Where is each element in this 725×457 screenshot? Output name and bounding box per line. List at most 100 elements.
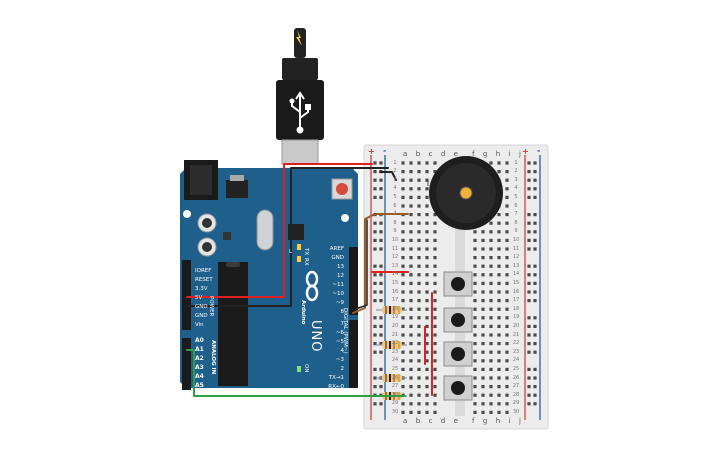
wire-gnd[interactable]: [186, 167, 389, 307]
breadboard-hole[interactable]: [489, 161, 493, 165]
breadboard-hole[interactable]: [533, 187, 537, 191]
breadboard-hole[interactable]: [417, 393, 421, 397]
breadboard-hole[interactable]: [409, 247, 413, 251]
breadboard-hole[interactable]: [409, 273, 413, 277]
breadboard-hole[interactable]: [373, 299, 377, 303]
breadboard-hole[interactable]: [473, 247, 477, 251]
breadboard-hole[interactable]: [481, 376, 485, 380]
breadboard-hole[interactable]: [401, 350, 405, 354]
pushbutton-2[interactable]: [443, 307, 473, 333]
breadboard-hole[interactable]: [533, 350, 537, 354]
breadboard-hole[interactable]: [417, 324, 421, 328]
breadboard-hole[interactable]: [481, 393, 485, 397]
breadboard-hole[interactable]: [505, 299, 509, 303]
breadboard-hole[interactable]: [409, 195, 413, 199]
breadboard-hole[interactable]: [473, 256, 477, 260]
breadboard-hole[interactable]: [527, 299, 531, 303]
breadboard-hole[interactable]: [533, 402, 537, 406]
breadboard-hole[interactable]: [417, 247, 421, 251]
breadboard-hole[interactable]: [425, 238, 429, 242]
breadboard-hole[interactable]: [433, 410, 437, 414]
resistor-2[interactable]: [376, 341, 407, 349]
breadboard-hole[interactable]: [489, 290, 493, 294]
breadboard-hole[interactable]: [409, 402, 413, 406]
breadboard-hole[interactable]: [417, 195, 421, 199]
breadboard-hole[interactable]: [481, 359, 485, 363]
breadboard-hole[interactable]: [473, 359, 477, 363]
breadboard-hole[interactable]: [497, 350, 501, 354]
breadboard-hole[interactable]: [433, 324, 437, 328]
breadboard-hole[interactable]: [373, 402, 377, 406]
breadboard-hole[interactable]: [401, 316, 405, 320]
breadboard-hole[interactable]: [409, 376, 413, 380]
breadboard-hole[interactable]: [489, 350, 493, 354]
breadboard-hole[interactable]: [401, 333, 405, 337]
wire-analog[interactable]: [186, 349, 406, 397]
breadboard-hole[interactable]: [379, 324, 383, 328]
breadboard-hole[interactable]: [497, 170, 501, 174]
breadboard-hole[interactable]: [489, 273, 493, 277]
breadboard-hole[interactable]: [497, 230, 501, 234]
breadboard-hole[interactable]: [473, 333, 477, 337]
breadboard-hole[interactable]: [505, 393, 509, 397]
breadboard-hole[interactable]: [425, 230, 429, 234]
breadboard-hole[interactable]: [489, 385, 493, 389]
breadboard-hole[interactable]: [409, 264, 413, 268]
wire-5v[interactable]: [186, 163, 373, 298]
breadboard-hole[interactable]: [433, 281, 437, 285]
breadboard-hole[interactable]: [379, 273, 383, 277]
breadboard-hole[interactable]: [473, 350, 477, 354]
breadboard-hole[interactable]: [433, 350, 437, 354]
breadboard-hole[interactable]: [433, 385, 437, 389]
breadboard-hole[interactable]: [373, 342, 377, 346]
breadboard-hole[interactable]: [409, 385, 413, 389]
breadboard-hole[interactable]: [401, 410, 405, 414]
breadboard-hole[interactable]: [379, 290, 383, 294]
breadboard-hole[interactable]: [481, 385, 485, 389]
breadboard-hole[interactable]: [481, 273, 485, 277]
breadboard-hole[interactable]: [527, 316, 531, 320]
breadboard-hole[interactable]: [533, 281, 537, 285]
breadboard-hole[interactable]: [379, 247, 383, 251]
breadboard-hole[interactable]: [401, 256, 405, 260]
breadboard-hole[interactable]: [527, 342, 531, 346]
breadboard-hole[interactable]: [497, 221, 501, 225]
breadboard-hole[interactable]: [425, 410, 429, 414]
breadboard-hole[interactable]: [533, 385, 537, 389]
breadboard-hole[interactable]: [373, 333, 377, 337]
breadboard-hole[interactable]: [379, 367, 383, 371]
pushbutton-4[interactable]: [443, 375, 473, 401]
breadboard-hole[interactable]: [401, 359, 405, 363]
breadboard-hole[interactable]: [505, 178, 509, 182]
breadboard-hole[interactable]: [473, 324, 477, 328]
breadboard-hole[interactable]: [527, 221, 531, 225]
breadboard-hole[interactable]: [417, 178, 421, 182]
breadboard-hole[interactable]: [425, 342, 429, 346]
breadboard-hole[interactable]: [481, 299, 485, 303]
breadboard-hole[interactable]: [489, 367, 493, 371]
breadboard-hole[interactable]: [505, 410, 509, 414]
breadboard-hole[interactable]: [409, 350, 413, 354]
breadboard-hole[interactable]: [373, 247, 377, 251]
breadboard-hole[interactable]: [379, 299, 383, 303]
breadboard-hole[interactable]: [433, 316, 437, 320]
breadboard-hole[interactable]: [489, 247, 493, 251]
breadboard-hole[interactable]: [505, 187, 509, 191]
breadboard-hole[interactable]: [373, 273, 377, 277]
breadboard-hole[interactable]: [481, 256, 485, 260]
breadboard-hole[interactable]: [489, 410, 493, 414]
breadboard-hole[interactable]: [425, 195, 429, 199]
breadboard-hole[interactable]: [505, 221, 509, 225]
breadboard-hole[interactable]: [379, 385, 383, 389]
breadboard-hole[interactable]: [425, 376, 429, 380]
breadboard-hole[interactable]: [533, 333, 537, 337]
breadboard-hole[interactable]: [527, 281, 531, 285]
breadboard-hole[interactable]: [433, 393, 437, 397]
breadboard-hole[interactable]: [417, 402, 421, 406]
breadboard-hole[interactable]: [527, 393, 531, 397]
breadboard-hole[interactable]: [417, 316, 421, 320]
breadboard-hole[interactable]: [473, 342, 477, 346]
breadboard-hole[interactable]: [401, 342, 405, 346]
breadboard-hole[interactable]: [505, 333, 509, 337]
breadboard-hole[interactable]: [425, 367, 429, 371]
